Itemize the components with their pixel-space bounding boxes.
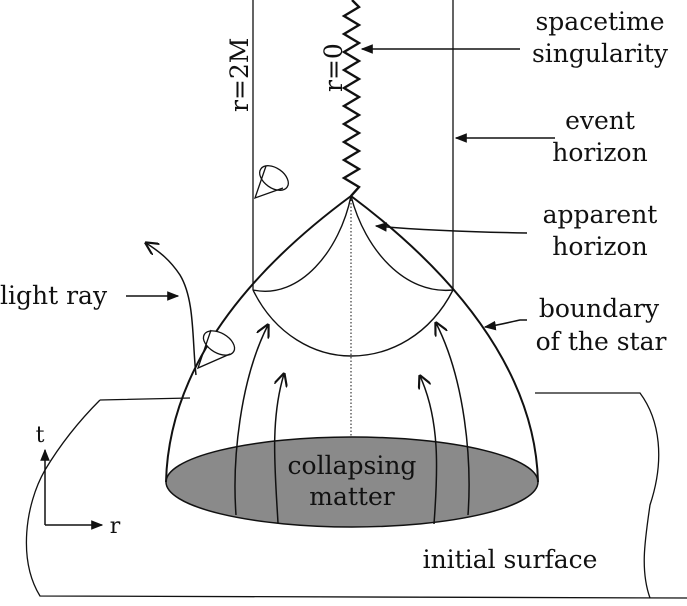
singularity-zigzag bbox=[341, 0, 362, 197]
collapsing-matter-label-line1: collapsing bbox=[288, 451, 417, 480]
light-ray-path bbox=[146, 243, 197, 376]
event-horizon-label-line1: event bbox=[565, 106, 635, 135]
apparent-horizon-left bbox=[252, 195, 352, 292]
apparent-horizon-label-line1: apparent bbox=[543, 200, 658, 229]
light-cone-lower bbox=[196, 329, 236, 370]
light-cone-upper bbox=[253, 165, 289, 200]
light-ray-label: light ray bbox=[0, 281, 108, 310]
worldline-left bbox=[234, 325, 268, 516]
r-2m-label: r=2M bbox=[225, 38, 254, 112]
initial-surface-label: initial surface bbox=[423, 545, 598, 574]
worldline-inner-left bbox=[273, 374, 284, 524]
apparent-horizon-label-line2: horizon bbox=[552, 232, 647, 261]
worldline-right bbox=[436, 323, 470, 516]
singularity-label-line2: singularity bbox=[532, 39, 669, 68]
apparent-horizon-pointer bbox=[374, 222, 528, 234]
collapsing-matter-label-line2: matter bbox=[309, 482, 394, 511]
event-horizon-label-line2: horizon bbox=[552, 138, 647, 167]
boundary-label-line1: boundary bbox=[539, 294, 660, 323]
initial-surface-sheet bbox=[25, 392, 687, 599]
boundary-pointer bbox=[483, 319, 527, 331]
worldline-inner-right bbox=[420, 376, 438, 525]
boundary-label-line2: of the star bbox=[536, 327, 667, 356]
t-axis-label: t bbox=[36, 423, 45, 448]
r-axis-label: r bbox=[110, 514, 121, 539]
singularity-label-line1: spacetime bbox=[535, 7, 664, 36]
r-0-label: r=0 bbox=[319, 43, 348, 92]
apparent-horizon-right bbox=[350, 195, 454, 291]
apparent-horizon-bottom bbox=[252, 289, 454, 357]
